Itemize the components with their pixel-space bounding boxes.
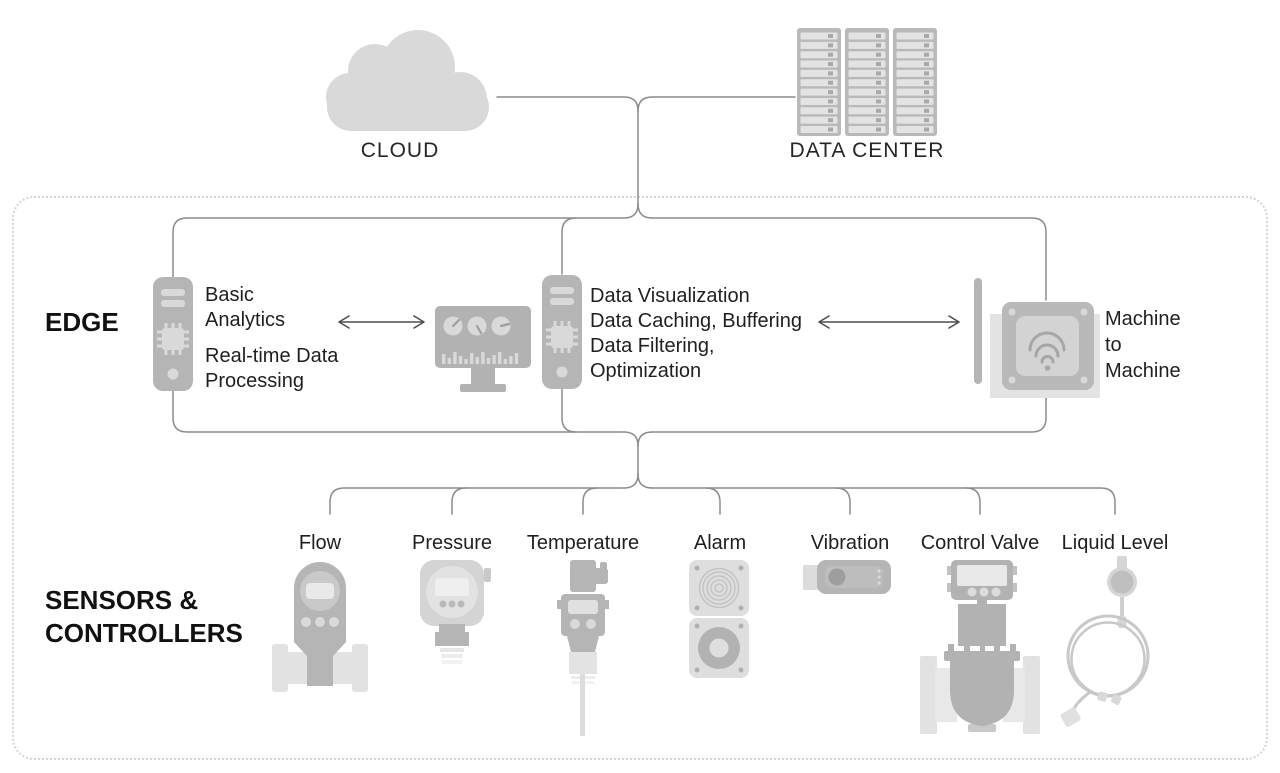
sensor-label-flow: Flow bbox=[298, 532, 342, 554]
pressure-transmitter-icon bbox=[420, 560, 491, 664]
cloud-label: CLOUD bbox=[360, 139, 440, 162]
sensor-label-liquid-level: Liquid Level bbox=[1061, 532, 1169, 554]
double-arrow-right bbox=[818, 315, 960, 329]
dashboard-monitor-icon bbox=[435, 306, 531, 392]
liquid-level-float-icon bbox=[1060, 556, 1150, 727]
sensor-label-vibration: Vibration bbox=[810, 532, 890, 554]
vibration-sensor-icon bbox=[803, 560, 891, 594]
sensor-label-temperature: Temperature bbox=[526, 532, 640, 554]
double-arrow-left bbox=[338, 315, 425, 329]
data-center-label: DATA CENTER bbox=[789, 139, 945, 162]
server-racks-icon bbox=[797, 28, 937, 136]
chip-icon bbox=[157, 323, 189, 355]
alarm-siren-panel-icon bbox=[689, 560, 749, 678]
wifi-icon bbox=[1028, 331, 1066, 371]
edge-device-icon bbox=[153, 277, 193, 391]
edge-section-border bbox=[12, 196, 1268, 760]
antenna-icon bbox=[974, 278, 982, 384]
m2m-node-text: Machine to Machine bbox=[1105, 308, 1181, 382]
gauge-icons bbox=[443, 316, 511, 336]
iot-gateway-wifi-icon bbox=[974, 278, 1100, 398]
edge-left-node-text: Basic Analytics Real-time Data Processin… bbox=[205, 284, 339, 392]
sensor-label-alarm: Alarm bbox=[693, 532, 747, 554]
chip-icon bbox=[546, 321, 578, 353]
cloud-icon bbox=[326, 30, 489, 131]
bar-chart-icon bbox=[442, 352, 519, 364]
edge-center-node-text: Data Visualization Data Caching, Bufferi… bbox=[590, 285, 802, 382]
edge-section-label: EDGE bbox=[45, 307, 119, 337]
edge-device-icon bbox=[542, 275, 582, 389]
temperature-sensor-icon bbox=[557, 560, 609, 736]
flow-meter-icon bbox=[272, 562, 368, 692]
sensor-label-control-valve: Control Valve bbox=[920, 532, 1040, 554]
sensor-label-pressure: Pressure bbox=[411, 532, 493, 554]
sensors-section-label: SENSORS & CONTROLLERS bbox=[45, 585, 243, 648]
control-valve-icon bbox=[920, 560, 1040, 734]
